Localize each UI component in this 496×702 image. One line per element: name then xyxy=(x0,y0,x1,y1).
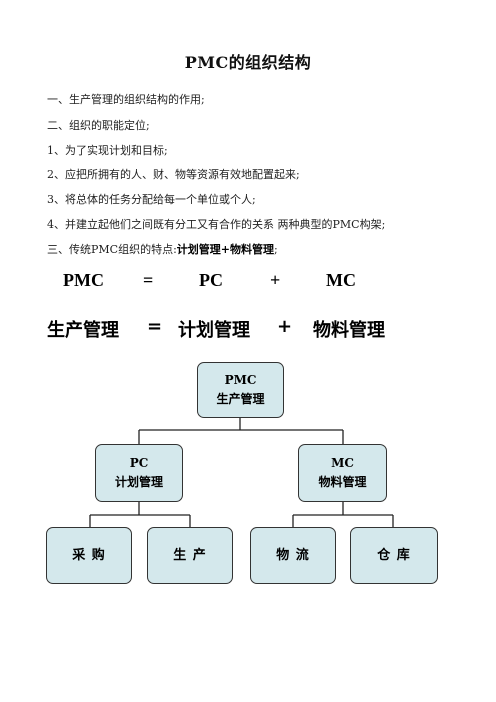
org-box-production-label: 生 产 xyxy=(173,548,207,563)
eq2-equals: = xyxy=(147,316,163,337)
org-box-pmc: PMC 生产管理 xyxy=(197,362,284,418)
org-box-pc-label: 计划管理 xyxy=(114,475,163,489)
eq2-plus: + xyxy=(277,316,293,337)
org-box-mc: MC 物料管理 xyxy=(298,444,387,502)
text-line-1: 一、生产管理的组织结构的作用; xyxy=(47,93,205,106)
eq2-term-a: 计划管理 xyxy=(178,320,250,341)
line7-bold: 计划管理+物料管理 xyxy=(176,243,275,256)
eq1-term-a: PC xyxy=(199,270,223,290)
org-box-mc-label: 物料管理 xyxy=(318,475,367,489)
line7-suffix: ; xyxy=(274,243,278,256)
eq1-equals: = xyxy=(143,270,154,290)
org-box-mc-code: MC xyxy=(331,456,354,470)
eq1-plus: + xyxy=(270,270,281,290)
text-line-7: 三、传统PMC组织的特点:计划管理+物料管理; xyxy=(47,241,278,257)
org-box-pmc-code: PMC xyxy=(224,373,257,387)
org-box-warehouse: 仓 库 xyxy=(350,527,438,584)
org-box-production: 生 产 xyxy=(147,527,233,584)
eq2-term-b: 物料管理 xyxy=(313,320,385,341)
org-box-pc: PC 计划管理 xyxy=(95,444,183,502)
text-line-6: 4、并建立起他们之间既有分工又有合作的关系 两种典型的PMC构架; xyxy=(47,218,386,231)
org-box-pc-code: PC xyxy=(129,456,149,470)
text-line-4: 2、应把所拥有的人、财、物等资源有效地配置起来; xyxy=(47,168,300,181)
text-line-2: 二、组织的职能定位; xyxy=(47,119,150,132)
text-line-3: 1、为了实现计划和目标; xyxy=(47,144,168,157)
org-box-pmc-label: 生产管理 xyxy=(216,392,265,406)
org-box-purchase: 采 购 xyxy=(46,527,132,584)
eq1-term-b: MC xyxy=(326,270,356,290)
line7-prefix: 三、传统PMC组织的特点: xyxy=(47,243,177,256)
org-box-logistics: 物 流 xyxy=(250,527,336,584)
org-box-logistics-label: 物 流 xyxy=(276,548,310,563)
org-box-warehouse-label: 仓 库 xyxy=(377,548,411,563)
org-box-purchase-label: 采 购 xyxy=(72,548,106,563)
text-line-5: 3、将总体的任务分配给每一个单位或个人; xyxy=(47,193,256,206)
eq1-left: PMC xyxy=(63,270,104,290)
page-title: PMC的组织结构 xyxy=(184,53,312,72)
eq2-left: 生产管理 xyxy=(47,320,119,341)
